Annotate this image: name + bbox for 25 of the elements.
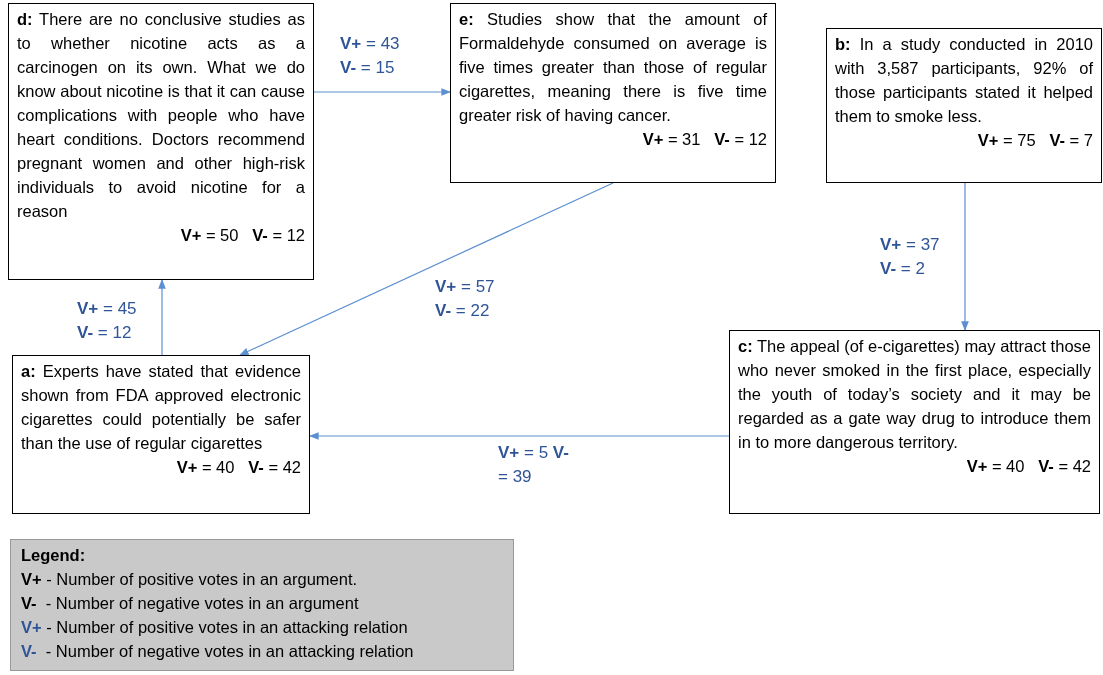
legend-entry: V+ - Number of positive votes in an attacking relation <box>21 617 409 638</box>
argument-box <box>8 3 314 280</box>
argument-box <box>826 28 1102 183</box>
argument-box <box>729 330 1100 514</box>
argument-text: b: In a study conducted in 2010 with 3,587 participants, 92% of those participants stated it helped them to smoke less. <box>835 34 1093 127</box>
arrow <box>239 182 614 356</box>
arrow <box>158 279 166 356</box>
vote-count: V+ = 31 V- = 12 <box>641 129 767 150</box>
legend-entry: V- - Number of negative votes in an argument <box>21 593 360 614</box>
legend-entry: V- - Number of negative votes in an attacking relation <box>21 641 415 662</box>
argument-text: d: There are no conclusive studies as to whether nicotine acts as a carcinogen on its own. What we do know about nicotine is that it can cause complications with people who have heart conditions. Doctors recommend pregnant women and other high-risk individuals to avoid nicotine for a reason <box>17 9 305 222</box>
arrow <box>309 432 730 440</box>
argument-text: c: The appeal (of e-cigarettes) may attract those who never smoked in the first place, especially the youth of today’s society and it may be regarded as a gate way drug to introduce them in to more dangerous territory. <box>738 336 1091 453</box>
argument-box <box>12 355 310 514</box>
legend-title: Legend: <box>21 545 87 566</box>
arrow <box>313 88 451 96</box>
legend-entry: V+ - Number of positive votes in an argument. <box>21 569 359 590</box>
argument-text: e: Studies show that the amount of Formaldehyde consumed on average is five times greater than those of regular cigarettes, meaning there is five time greater risk of having cancer. <box>459 9 767 126</box>
arrow <box>961 182 969 331</box>
vote-count: V+ = 40 V- = 42 <box>175 457 301 478</box>
vote-count: V+ = 40 V- = 42 <box>965 456 1091 477</box>
vote-count: V+ = 75 V- = 7 <box>976 130 1093 151</box>
vote-count: V+ = 50 V- = 12 <box>179 225 305 246</box>
argument-box <box>450 3 776 183</box>
argument-text: a: Experts have stated that evidence shown from FDA approved electronic cigarettes could potentially be safer than the use of regular cigarettes <box>21 361 301 454</box>
